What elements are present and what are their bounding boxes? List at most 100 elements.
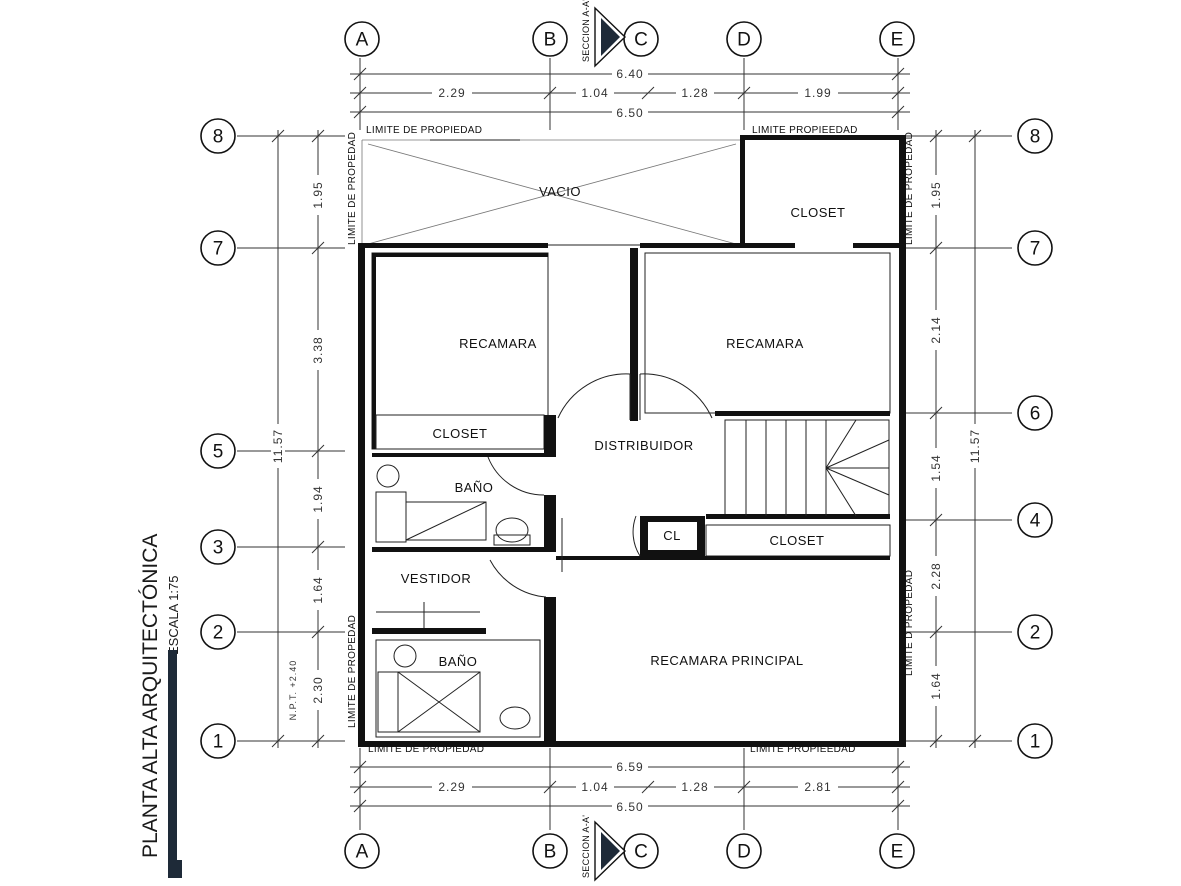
grid-bubble-1-right: 1	[1017, 723, 1053, 759]
grid-bubble-3-left: 3	[200, 529, 236, 565]
dim-bottom-ab: 2.29	[438, 780, 465, 794]
dim-right-r76: 2.14	[929, 316, 943, 343]
dim-bottom-de: 2.81	[804, 780, 831, 794]
dim-top-bc: 1.04	[581, 86, 608, 100]
grid-bubbles: A B C D E A B C D E 8 7 5 3 2 1 8 7 6 4 …	[200, 21, 1053, 869]
dimensions-bottom: 6.59 2.29 1.04 1.28 2.81 6.50	[350, 760, 910, 814]
room-recamara-left: RECAMARA	[459, 336, 537, 351]
svg-text:E: E	[891, 30, 904, 51]
room-bano-top: BAÑO	[455, 480, 494, 495]
svg-text:5: 5	[213, 442, 224, 463]
dim-top-ab: 2.29	[438, 86, 465, 100]
dim-bottom-cd: 1.28	[681, 780, 708, 794]
limit-bottom-left: LIMITE DE PROPIEDAD	[368, 744, 484, 755]
svg-text:E: E	[891, 842, 904, 863]
room-cl: CL	[663, 528, 681, 543]
svg-text:C: C	[634, 30, 648, 51]
svg-text:2: 2	[213, 623, 224, 644]
void-area	[361, 139, 740, 245]
fixtures	[375, 464, 531, 733]
room-vacio: VACIO	[539, 184, 581, 199]
grid-bubble-b-bottom: B	[532, 833, 568, 869]
grid-bubble-a-bottom: A	[344, 833, 380, 869]
dim-top-cd: 1.28	[681, 86, 708, 100]
grid-bubble-c-top: C	[623, 21, 659, 57]
walls	[358, 135, 906, 747]
grid-bubble-a-top: A	[344, 21, 380, 57]
limit-bottom-right: LIMITE PROPIEEDAD	[750, 744, 856, 755]
grid-bubble-d-bottom: D	[726, 833, 762, 869]
dim-left-r87: 1.95	[311, 181, 325, 208]
grid-lines	[237, 58, 1012, 830]
dim-left-total: 11.57	[271, 429, 285, 463]
title-bar-foot	[168, 860, 182, 878]
dim-right-total: 11.57	[968, 429, 982, 463]
svg-text:3: 3	[213, 538, 224, 559]
grid-bubble-7-right: 7	[1017, 230, 1053, 266]
dim-top-de: 1.99	[804, 86, 831, 100]
section-marker-top: SECCION A-A'	[581, 0, 627, 68]
limit-left-bottom: LIMITE DE PROPEDAD	[347, 615, 358, 728]
svg-text:1: 1	[213, 732, 224, 753]
dim-right-r42: 2.28	[929, 562, 943, 589]
svg-text:C: C	[634, 842, 648, 863]
grid-bubble-5-left: 5	[200, 433, 236, 469]
svg-text:A: A	[356, 30, 369, 51]
dim-left-r32: 1.64	[311, 576, 325, 603]
dim-right-r87: 1.95	[929, 181, 943, 208]
svg-text:B: B	[544, 30, 557, 51]
dim-right-r64: 1.54	[929, 454, 943, 481]
room-labels: VACIO CLOSET RECAMARA RECAMARA CLOSET DI…	[401, 184, 845, 669]
room-vestidor: VESTIDOR	[401, 571, 471, 586]
property-limits: LIMITE DE PROPIEDAD LIMITE PROPIEEDAD LI…	[347, 125, 915, 755]
room-bano-bottom: BAÑO	[439, 654, 478, 669]
limit-right-bottom: LIMITE D PROPEDAD	[904, 570, 915, 676]
plan-scale: ESCALA 1:75	[166, 576, 181, 656]
dimensions-top: 6.40 2.29 1.04 1.28 1.99 6.50	[350, 67, 910, 120]
doors	[487, 373, 713, 598]
svg-text:8: 8	[1030, 127, 1041, 148]
grid-bubble-1-left: 1	[200, 723, 236, 759]
grid-bubble-c-bottom: C	[623, 833, 659, 869]
dim-bottom-bc: 1.04	[581, 780, 608, 794]
room-closet-top: CLOSET	[790, 205, 845, 220]
svg-text:7: 7	[213, 239, 224, 260]
title-bar	[168, 650, 177, 860]
grid-bubble-e-bottom: E	[879, 833, 915, 869]
title-block: PLANTA ALTA ARQUITECTÓNICA ESCALA 1:75	[139, 534, 182, 878]
svg-text:8: 8	[213, 127, 224, 148]
room-closet-right: CLOSET	[769, 533, 824, 548]
dim-left-r75: 3.38	[311, 336, 325, 363]
dim-left-r21: 2.30	[311, 676, 325, 703]
section-marker-bottom: SECCION A-A'	[581, 815, 627, 882]
room-closet-left: CLOSET	[432, 426, 487, 441]
dimensions-right: 1.95 2.14 1.54 2.28 1.64 11.57	[929, 129, 982, 748]
grid-bubble-8-left: 8	[200, 118, 236, 154]
limit-top-left: LIMITE DE PROPIEDAD	[366, 125, 482, 136]
grid-bubble-d-top: D	[726, 21, 762, 57]
svg-text:D: D	[737, 30, 751, 51]
svg-text:2: 2	[1030, 623, 1041, 644]
dim-right-r21: 1.64	[929, 672, 943, 699]
limit-top-right: LIMITE PROPIEEDAD	[752, 125, 858, 136]
grid-bubble-7-left: 7	[200, 230, 236, 266]
svg-text:6: 6	[1030, 404, 1041, 425]
dim-left-r53: 1.94	[311, 485, 325, 512]
grid-bubble-2-left: 2	[200, 614, 236, 650]
grid-bubble-2-right: 2	[1017, 614, 1053, 650]
sink-icon-2	[393, 644, 417, 668]
toilet-icon-2	[499, 706, 531, 730]
section-label-bottom: SECCION A-A'	[581, 815, 591, 878]
dim-top-overall-a: 6.40	[616, 67, 643, 81]
svg-text:B: B	[544, 842, 557, 863]
dim-bottom-overall-a: 6.59	[616, 760, 643, 774]
dimensions-left: 1.95 3.38 1.94 1.64 2.30 11.57 N.P.T. +2…	[271, 129, 325, 748]
toilet-icon	[495, 517, 529, 543]
svg-text:4: 4	[1030, 511, 1041, 532]
dim-top-overall-b: 6.50	[616, 106, 643, 120]
svg-text:D: D	[737, 842, 751, 863]
grid-bubble-e-top: E	[879, 21, 915, 57]
grid-bubble-b-top: B	[532, 21, 568, 57]
plan-title: PLANTA ALTA ARQUITECTÓNICA	[139, 534, 162, 858]
